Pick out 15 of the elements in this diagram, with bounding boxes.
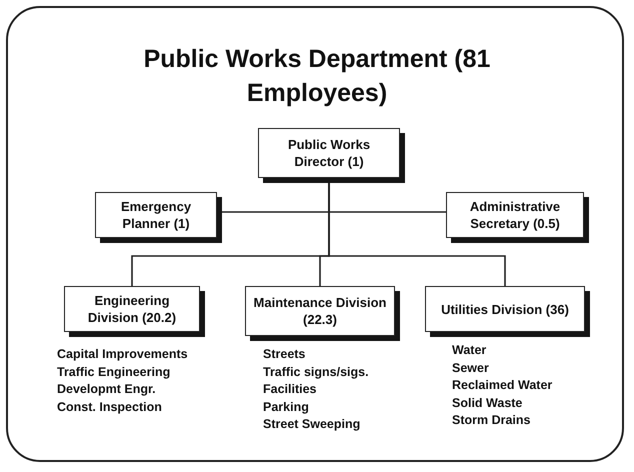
chart-title: Public Works Department (81 Employees) bbox=[142, 44, 492, 109]
responsibility-item: Traffic signs/sigs. bbox=[263, 364, 369, 381]
responsibility-item: Street Sweeping bbox=[263, 416, 362, 433]
responsibility-item: Reclaimed Water bbox=[452, 377, 552, 394]
responsibility-item: Developmt Engr. bbox=[57, 381, 157, 398]
responsibility-item: Traffic Engineering bbox=[57, 364, 172, 381]
responsibility-item: Solid Waste bbox=[452, 394, 524, 412]
responsibility-item: Water bbox=[452, 342, 488, 359]
responsibility-item: Const. Inspection bbox=[57, 398, 163, 416]
responsibility-item: Facilities bbox=[263, 381, 318, 398]
responsibility-item: Sewer bbox=[452, 360, 490, 376]
responsibility-item: Parking bbox=[263, 398, 310, 416]
responsibility-item: Capital Improvements bbox=[57, 346, 188, 363]
responsibility-item: Streets bbox=[263, 346, 306, 363]
responsibility-item: Storm Drains bbox=[452, 412, 532, 429]
